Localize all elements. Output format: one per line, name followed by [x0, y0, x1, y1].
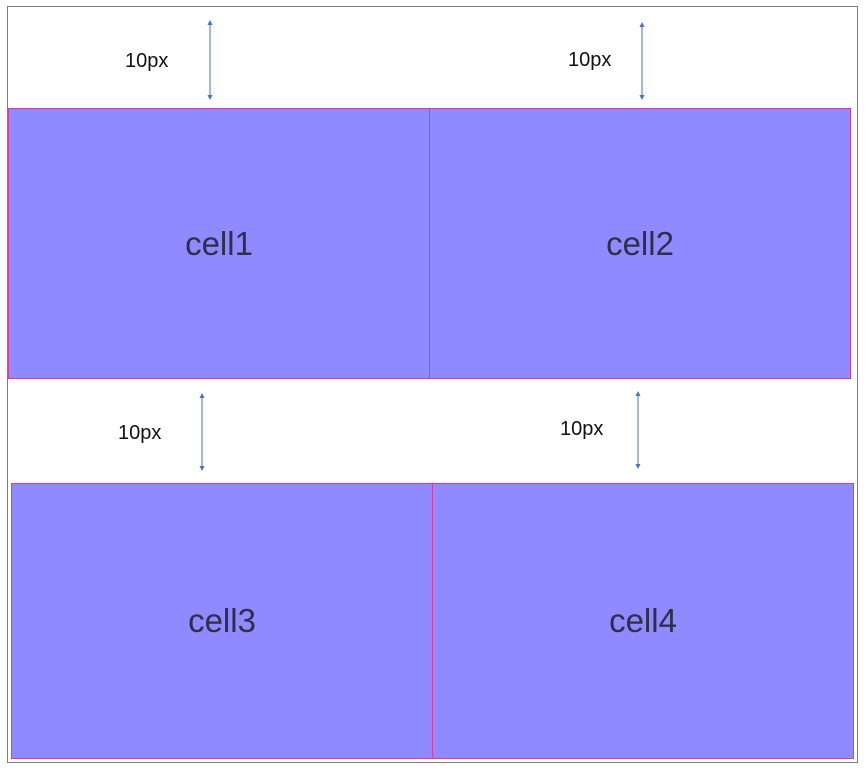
cell-label: cell3 — [188, 602, 256, 639]
cell-label: cell1 — [185, 224, 253, 262]
grid-cell-1: cell1 — [8, 108, 430, 379]
double-arrow-icon — [207, 20, 213, 100]
double-arrow-icon — [639, 22, 645, 100]
gap-label-top-right: 10px — [568, 49, 612, 71]
cell-label: cell4 — [609, 602, 677, 639]
double-arrow-icon — [199, 393, 205, 471]
gap-label-middle-right: 10px — [560, 418, 604, 440]
cell-label: cell2 — [606, 224, 674, 262]
grid-cell-2: cell2 — [429, 108, 851, 379]
double-arrow-icon — [635, 391, 641, 469]
gap-label-middle-left: 10px — [118, 422, 162, 444]
gap-label-top-left: 10px — [125, 50, 169, 72]
grid-cell-3: cell3 — [11, 483, 433, 759]
grid-cell-4: cell4 — [432, 483, 854, 759]
